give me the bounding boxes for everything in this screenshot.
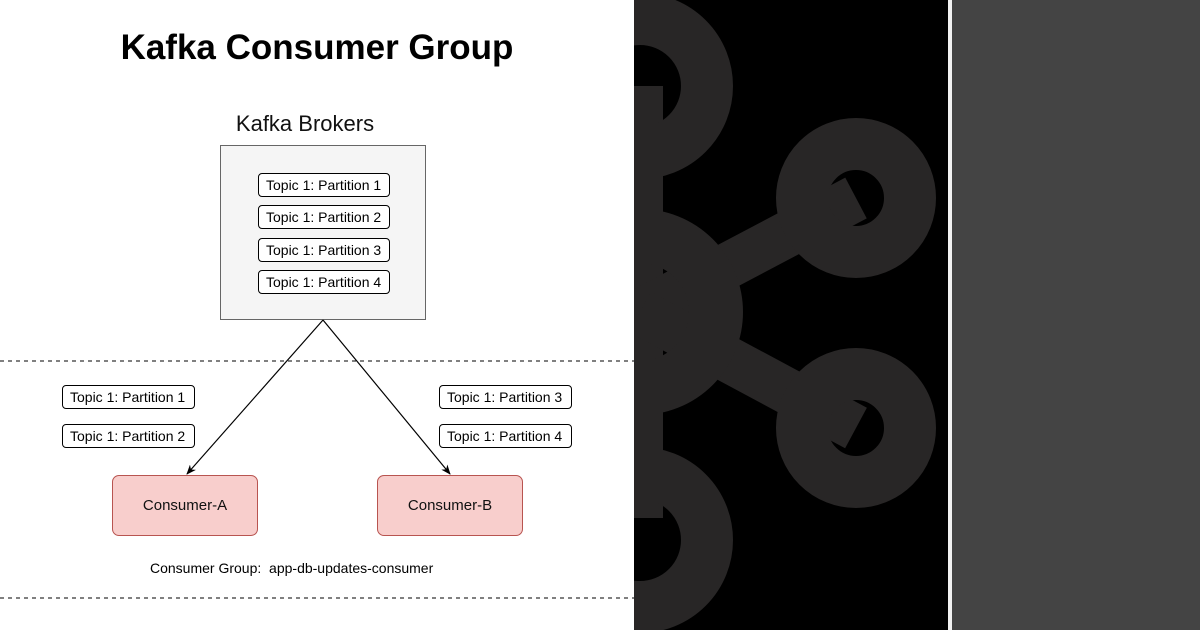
consumer-a-partition-2: Topic 1: Partition 2 [62,424,195,448]
consumer-b-partition-4: Topic 1: Partition 4 [439,424,572,448]
kafka-logo-icon [634,0,936,630]
broker-partition-4: Topic 1: Partition 4 [258,270,390,294]
consumer-b-box: Consumer-B [377,475,523,536]
logo-panel [634,0,948,630]
brokers-box: Topic 1: Partition 1 Topic 1: Partition … [220,145,426,320]
broker-partition-1: Topic 1: Partition 1 [258,173,390,197]
brokers-label: Kafka Brokers [235,111,375,136]
assignment-arrows [186,319,451,475]
consumer-a-box: Consumer-A [112,475,258,536]
panel-divider [948,0,952,630]
diagram-panel: Kafka Consumer Group Kafka Brokers Topic… [0,28,634,599]
consumer-b-partition-3: Topic 1: Partition 3 [439,385,572,409]
diagram-title: Kafka Consumer Group [120,28,514,67]
group-bottom-separator [0,597,634,599]
gray-side-panel [952,0,1200,630]
consumer-group-label: Consumer Group: app-db-updates-consumer [150,560,434,576]
broker-partition-3: Topic 1: Partition 3 [258,238,390,262]
arrow-to-consumer-b [322,319,451,475]
consumer-a-partition-1: Topic 1: Partition 1 [62,385,195,409]
broker-partition-2: Topic 1: Partition 2 [258,205,390,229]
arrow-to-consumer-a [186,319,324,475]
group-top-separator [0,360,634,362]
